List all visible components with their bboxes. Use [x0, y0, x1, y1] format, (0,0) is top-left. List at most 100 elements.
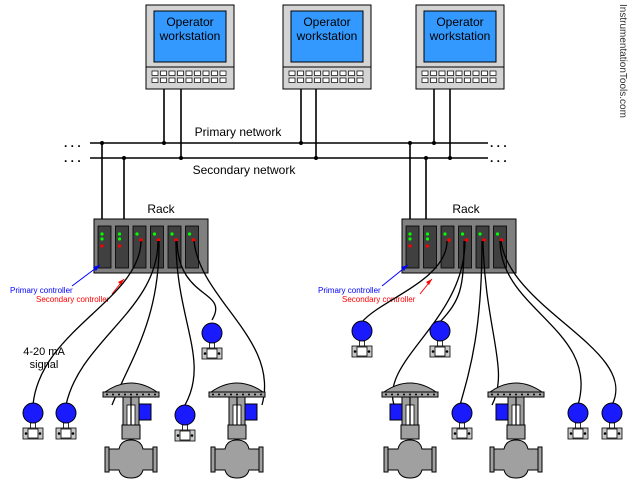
- workstation-1[interactable]: Operator workstation: [145, 4, 235, 90]
- transmitter-icon[interactable]: [567, 402, 589, 440]
- led-red-icon: [408, 244, 412, 248]
- workstation-3-title-line1: Operator: [436, 15, 483, 29]
- key-icon: [356, 77, 364, 83]
- key-icon: [202, 77, 210, 83]
- key-icon: [438, 70, 446, 76]
- key-icon: [464, 77, 471, 83]
- key-icon: [481, 70, 488, 76]
- key-icon: [322, 70, 330, 76]
- led-green-icon: [117, 232, 122, 236]
- workstation-1-title-line2: workstation: [159, 29, 221, 43]
- key-icon: [348, 77, 355, 83]
- control-valve-icon[interactable]: [381, 382, 439, 479]
- transmitter-icon[interactable]: [201, 322, 223, 360]
- workstation-2-title-line1: Operator: [303, 15, 350, 29]
- key-icon: [322, 77, 330, 83]
- control-valve-icon[interactable]: [487, 382, 545, 479]
- controller-card[interactable]: [423, 225, 437, 269]
- key-icon: [297, 77, 304, 83]
- rack-2-primary-controller-label: Primary controller: [318, 286, 381, 295]
- key-icon: [211, 77, 218, 83]
- key-icon: [185, 70, 193, 76]
- transmitter-icon[interactable]: [451, 402, 473, 440]
- workstation-1-title-line1: Operator: [166, 15, 213, 29]
- key-icon: [305, 77, 313, 83]
- terminal-icon: [174, 238, 178, 242]
- rack-2[interactable]: Rack: [401, 202, 517, 274]
- io-card[interactable]: [185, 225, 199, 269]
- key-icon: [168, 70, 176, 76]
- io-card[interactable]: [150, 225, 164, 269]
- keyboard-icon: [421, 70, 497, 83]
- controller-card[interactable]: [115, 225, 129, 269]
- transmitter-icon[interactable]: [55, 402, 77, 440]
- control-valve-icon[interactable]: [102, 382, 160, 479]
- rack-1-controller-annotations: Primary controller Secondary controller: [10, 264, 125, 304]
- control-valves: [102, 382, 545, 479]
- rack-2-controller-annotations: Primary controller Secondary controller: [318, 264, 433, 304]
- key-icon: [168, 77, 176, 83]
- control-valve-icon[interactable]: [208, 382, 266, 479]
- led-green-icon: [408, 232, 412, 236]
- io-card[interactable]: [167, 225, 182, 269]
- keyboard-icon: [288, 70, 364, 83]
- network-continuation-right-bottom: . . .: [490, 151, 507, 165]
- network-continuation-left-top: . . .: [64, 136, 81, 150]
- key-icon: [219, 70, 227, 76]
- key-icon: [177, 70, 184, 76]
- key-icon: [472, 70, 480, 76]
- workstation-3-title-line2: workstation: [429, 29, 491, 43]
- transmitter-icon[interactable]: [351, 320, 373, 358]
- key-icon: [447, 77, 454, 83]
- io-card[interactable]: [440, 225, 455, 269]
- signal-label-line1: 4-20 mA: [23, 346, 65, 358]
- terminal-icon: [191, 238, 196, 242]
- transmitter-icon[interactable]: [429, 320, 451, 358]
- key-icon: [297, 70, 304, 76]
- transmitter-icon[interactable]: [22, 402, 44, 440]
- rack-1[interactable]: Rack: [93, 202, 209, 274]
- workstation-2-title-line2: workstation: [296, 29, 358, 43]
- key-icon: [455, 70, 463, 76]
- key-icon: [160, 70, 167, 76]
- key-icon: [160, 77, 167, 83]
- watermark-text: InstrumentationTools.com: [617, 4, 628, 118]
- led-green-icon: [170, 232, 174, 236]
- key-icon: [438, 77, 446, 83]
- io-card[interactable]: [132, 225, 147, 269]
- key-icon: [339, 77, 347, 83]
- key-icon: [455, 77, 463, 83]
- key-icon: [314, 77, 321, 83]
- key-icon: [202, 70, 210, 76]
- key-icon: [194, 77, 201, 83]
- key-icon: [472, 77, 480, 83]
- led-green-icon: [443, 232, 447, 236]
- transmitter-icon[interactable]: [601, 402, 623, 440]
- transmitter-icon[interactable]: [174, 404, 196, 442]
- key-icon: [151, 70, 159, 76]
- rack-1-primary-controller-label: Primary controller: [10, 286, 73, 295]
- rack-network-cables: [101, 143, 427, 219]
- key-icon: [194, 70, 201, 76]
- workstation-3[interactable]: Operator workstation: [415, 4, 505, 90]
- rack-2-label: Rack: [452, 202, 480, 216]
- key-icon: [331, 77, 338, 83]
- controller-card[interactable]: [405, 225, 420, 269]
- terminal-icon: [447, 238, 451, 242]
- led-green-icon: [478, 232, 482, 236]
- led-green-icon: [152, 232, 157, 236]
- workstation-2[interactable]: Operator workstation: [282, 4, 372, 90]
- led-green-icon: [408, 237, 412, 241]
- key-icon: [339, 70, 347, 76]
- primary-network-label: Primary network: [195, 125, 283, 139]
- key-icon: [185, 77, 193, 83]
- led-red-icon: [100, 244, 104, 248]
- led-red-icon: [425, 244, 430, 248]
- led-green-icon: [460, 232, 465, 236]
- led-green-icon: [495, 232, 500, 236]
- key-icon: [211, 70, 218, 76]
- keyboard-icon: [151, 70, 227, 83]
- key-icon: [348, 70, 355, 76]
- controller-card[interactable]: [97, 225, 112, 269]
